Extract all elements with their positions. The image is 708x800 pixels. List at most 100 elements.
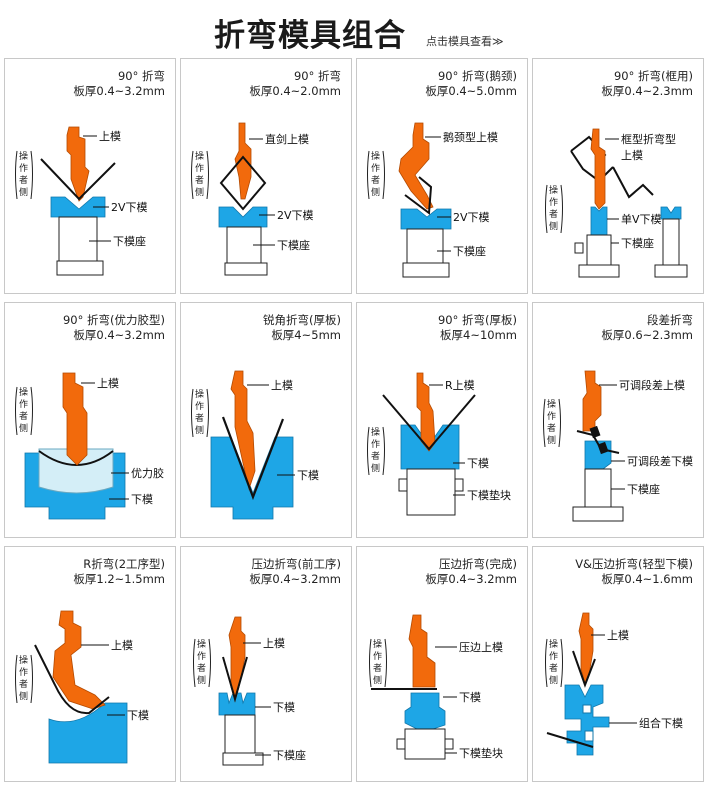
combined-lower-die [564, 684, 610, 756]
svg-text:者: 者 [195, 413, 204, 424]
lower-die [48, 702, 128, 764]
die-combo-card-5[interactable]: 90° 折弯(优力胶型) 板厚0.4~3.2mm 操 作 者 侧 上模 优力胶 … [4, 302, 176, 538]
sheet [219, 155, 267, 211]
bend-type: 90° 折弯(鹅颈) [437, 69, 517, 83]
upper-die [52, 610, 106, 710]
operator-side-label: 操 作 者 侧 [15, 150, 33, 200]
svg-text:可调段差下模: 可调段差下模 [627, 454, 693, 468]
sheet-box-right [612, 166, 654, 199]
svg-text:下模: 下模 [459, 691, 481, 704]
svg-text:侧: 侧 [373, 674, 382, 686]
upper-die-gooseneck [398, 122, 434, 210]
die-diagram: 操 作 者 侧 上模 2V下模 下模座 [15, 126, 148, 276]
page-title: 折弯模具组合 [214, 18, 406, 54]
die-combo-card-10[interactable]: 压边折弯(前工序) 板厚0.4~3.2mm 操 作 者 侧 上模 下模 下模座 [180, 546, 352, 782]
die-combo-card-2[interactable]: 90° 折弯 板厚0.4~2.0mm 操 作 者 侧 直剑上模 2V下模 下模座 [180, 58, 352, 294]
die-combo-card-6[interactable]: 锐角折弯(厚板) 板厚4~5mm 操 作 者 侧 上模 下模 [180, 302, 352, 538]
die-combo-card-4[interactable]: 90° 折弯(框用) 板厚0.4~2.3mm 操 作 者 侧 框型折弯型 上模 [532, 58, 704, 294]
die-combo-card-9[interactable]: R折弯(2工序型) 板厚1.2~1.5mm 操 作 者 侧 上模 下模 [4, 546, 176, 782]
upper-die [62, 372, 88, 466]
lower-die [218, 692, 256, 716]
svg-text:R上模: R上模 [445, 379, 475, 392]
svg-text:下模: 下模 [297, 469, 319, 482]
svg-text:者: 者 [371, 451, 380, 462]
svg-text:上模: 上模 [99, 130, 121, 143]
die-holder [58, 216, 98, 262]
svg-text:操: 操 [549, 184, 558, 196]
bend-type: 段差折弯 [647, 313, 693, 327]
upper-die-hemming [408, 614, 436, 688]
operator-side-label: 操 作 者 侧 [193, 638, 211, 688]
operator-side-label: 操 作 者 侧 [545, 638, 563, 688]
svg-text:操: 操 [371, 150, 380, 162]
die-diagram: 操 作 者 侧 压边上模 下模 下模垫块 [369, 614, 503, 760]
die-holder-right [662, 218, 680, 266]
svg-text:侧: 侧 [371, 462, 380, 474]
svg-text:下模座: 下模座 [627, 482, 660, 496]
die-combo-card-1[interactable]: 90° 折弯 板厚0.4~3.2mm 操 作 者 侧 上模 2V下模 下模座 [4, 58, 176, 294]
die-combo-card-3[interactable]: 90° 折弯(鹅颈) 板厚0.4~5.0mm 操 作 者 侧 鹅颈型上模 2V下… [356, 58, 528, 294]
svg-text:操: 操 [19, 150, 28, 162]
svg-text:操: 操 [373, 638, 382, 650]
die-combo-card-7[interactable]: 90° 折弯(厚板) 板厚4~10mm 操 作 者 侧 R上模 下模 下模垫块 [356, 302, 528, 538]
die-diagram: 操 作 者 侧 上模 下模 [191, 370, 319, 520]
svg-text:上模: 上模 [607, 629, 629, 642]
svg-text:鹅颈型上模: 鹅颈型上模 [443, 130, 498, 144]
die-combo-card-8[interactable]: 段差折弯 板厚0.6~2.3mm 操 作 者 侧 可调段差上模 可调段差下模 下… [532, 302, 704, 538]
sheet-thickness: 板厚4~5mm [271, 328, 341, 342]
svg-text:者: 者 [197, 663, 206, 674]
bend-type: 锐角折弯(厚板) [263, 313, 341, 327]
svg-text:操: 操 [197, 638, 206, 650]
svg-text:下模: 下模 [467, 457, 489, 470]
die-diagram: 操 作 者 侧 上模 优力胶 下模 [15, 372, 164, 520]
svg-text:作: 作 [197, 650, 206, 662]
svg-text:侧: 侧 [547, 434, 556, 446]
die-diagram: 操 作 者 侧 上模 下模 [15, 610, 149, 764]
operator-side-label: 操 作 者 侧 [191, 388, 209, 438]
svg-text:下模座: 下模座 [621, 236, 654, 250]
svg-text:操: 操 [195, 388, 204, 400]
svg-text:作: 作 [549, 650, 558, 662]
svg-text:操: 操 [19, 386, 28, 398]
svg-text:操: 操 [547, 398, 556, 410]
sheet [222, 656, 248, 703]
header: 折弯模具组合 点击模具查看≫ [0, 0, 708, 58]
upper-die-box-type [590, 128, 606, 210]
svg-text:侧: 侧 [19, 690, 28, 702]
die-holder-left-base [578, 264, 620, 278]
svg-text:2V下模: 2V下模 [277, 209, 314, 222]
view-dies-link[interactable]: 点击模具查看≫ [426, 35, 504, 48]
bend-type: 90° 折弯 [117, 69, 165, 83]
die-diagram: 操 作 者 侧 直剑上模 2V下模 下模座 [191, 122, 314, 276]
svg-text:优力胶: 优力胶 [131, 466, 164, 480]
svg-text:上模: 上模 [97, 377, 119, 390]
die-holder [584, 468, 612, 508]
die-holder [224, 714, 256, 754]
svg-text:者: 者 [547, 423, 556, 434]
svg-text:下模: 下模 [127, 709, 149, 722]
svg-text:操: 操 [195, 150, 204, 162]
bend-type: 压边折弯(完成) [439, 557, 517, 571]
svg-text:侧: 侧 [19, 186, 28, 198]
bend-type: 90° 折弯(优力胶型) [62, 313, 165, 327]
operator-side-label: 操 作 者 侧 [543, 398, 561, 448]
sheet-thickness: 板厚4~10mm [440, 328, 517, 342]
svg-text:下模座: 下模座 [113, 234, 146, 248]
sheet-thickness: 板厚0.4~3.2mm [425, 572, 517, 586]
die-combo-card-11[interactable]: 压边折弯(完成) 板厚0.4~3.2mm 操 作 者 侧 压边上模 下模 下模垫… [356, 546, 528, 782]
die-diagram: 操 作 者 侧 可调段差上模 可调段差下模 下模座 [543, 370, 693, 522]
sheet [34, 644, 110, 715]
die-combo-card-12[interactable]: V&压边折弯(轻型下模) 板厚0.4~1.6mm 操 作 者 侧 上模 组合下模 [532, 546, 704, 782]
svg-text:上模: 上模 [621, 149, 643, 162]
die-holder-base [572, 506, 624, 522]
svg-text:侧: 侧 [195, 186, 204, 198]
die-diagram: 操 作 者 侧 鹅颈型上模 2V下模 下模座 [367, 122, 498, 278]
die-spacer [406, 468, 456, 516]
svg-text:侧: 侧 [371, 186, 380, 198]
svg-text:单V下模: 单V下模 [621, 213, 662, 226]
svg-text:操: 操 [19, 654, 28, 666]
svg-text:下模: 下模 [131, 493, 153, 506]
svg-text:操: 操 [371, 426, 380, 438]
lower-die-single-v-right [660, 206, 682, 220]
lower-die-single-v [590, 206, 608, 236]
